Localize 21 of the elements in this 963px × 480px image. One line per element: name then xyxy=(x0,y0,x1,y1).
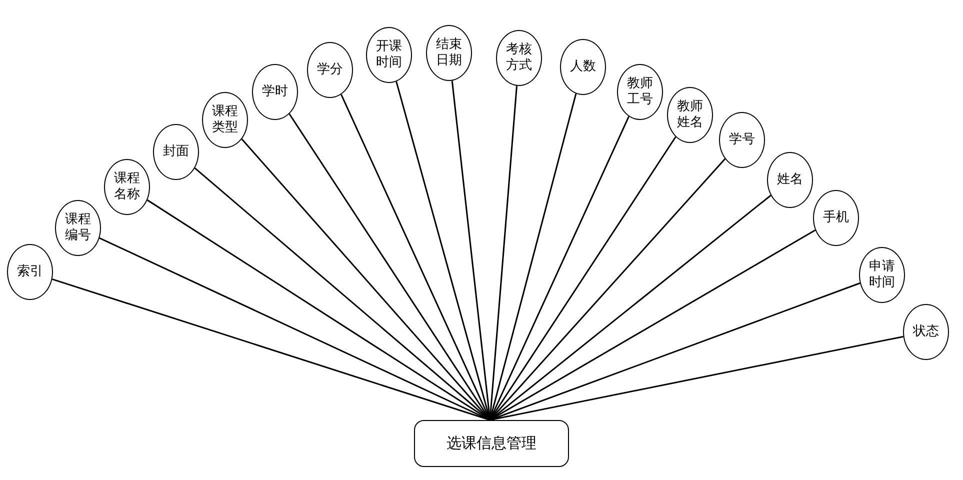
attribute-ellipse: 索引 xyxy=(7,244,53,300)
attribute-ellipse: 教师姓名 xyxy=(667,87,713,143)
attribute-ellipse: 状态 xyxy=(903,304,949,360)
attribute-ellipse: 考核方式 xyxy=(496,30,542,86)
attribute-ellipse: 结束日期 xyxy=(426,25,472,81)
attribute-ellipse: 学时 xyxy=(252,64,298,120)
attribute-ellipse: 人数 xyxy=(560,39,606,95)
attribute-ellipse: 开课时间 xyxy=(366,27,412,83)
attribute-ellipse: 课程编号 xyxy=(55,200,101,256)
attribute-ellipse: 课程类型 xyxy=(202,92,248,148)
attribute-ellipse: 课程名称 xyxy=(104,159,150,215)
attribute-ellipse: 教师工号 xyxy=(617,64,663,120)
connector-line xyxy=(52,278,490,421)
attribute-ellipse: 学分 xyxy=(307,42,353,98)
connector-line xyxy=(490,336,904,421)
attribute-ellipse: 姓名 xyxy=(767,152,813,208)
attribute-ellipse: 申请时间 xyxy=(859,247,905,303)
attribute-ellipse: 封面 xyxy=(153,124,199,180)
entity-box: 选课信息管理 xyxy=(414,420,569,467)
attribute-ellipse: 手机 xyxy=(813,190,859,246)
attribute-ellipse: 学号 xyxy=(719,112,765,168)
